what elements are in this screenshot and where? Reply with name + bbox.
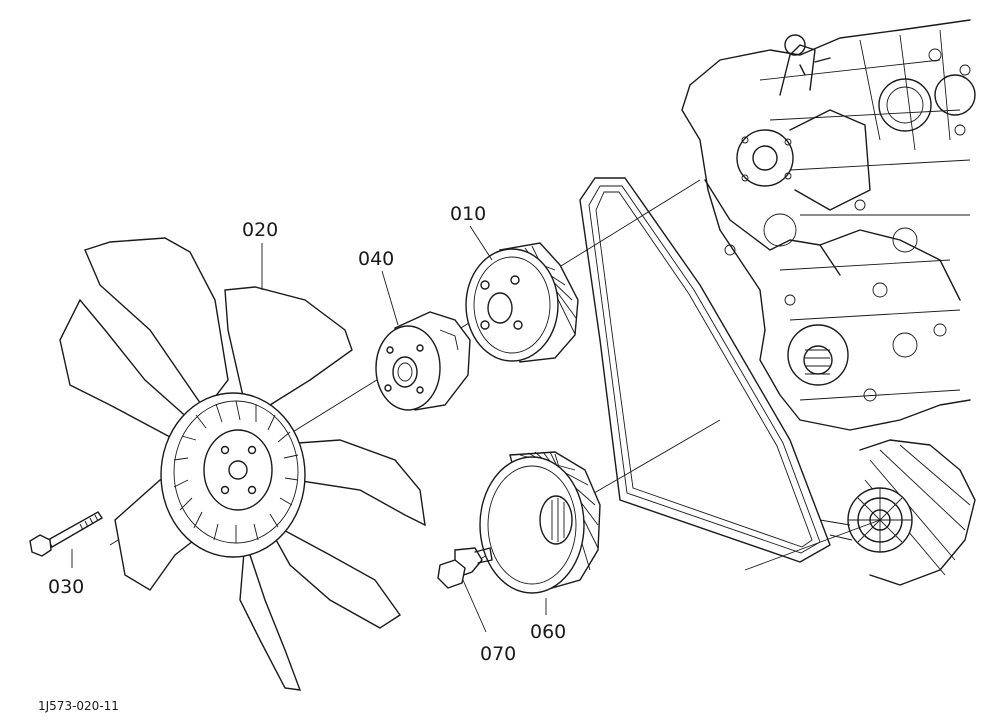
pulley-060 [479, 451, 601, 594]
callout-070: 070 [480, 643, 516, 665]
v-belt [579, 177, 831, 563]
callout-040: 040 [358, 248, 394, 270]
spacer-040 [375, 311, 471, 411]
callout-labels: 010 020 030 040 060 070 [48, 203, 566, 665]
alternator [819, 439, 976, 586]
fan-020 [59, 237, 426, 691]
figure-reference: 1J573-020-11 [38, 699, 119, 713]
leader-lines [71, 225, 547, 633]
callout-020: 020 [242, 219, 278, 241]
callout-030: 030 [48, 576, 84, 598]
callout-060: 060 [530, 621, 566, 643]
engine-block [681, 19, 976, 431]
bolt-030 [29, 511, 103, 557]
callout-010: 010 [450, 203, 486, 225]
pulley-010 [465, 242, 579, 363]
bolt-070 [437, 547, 493, 589]
